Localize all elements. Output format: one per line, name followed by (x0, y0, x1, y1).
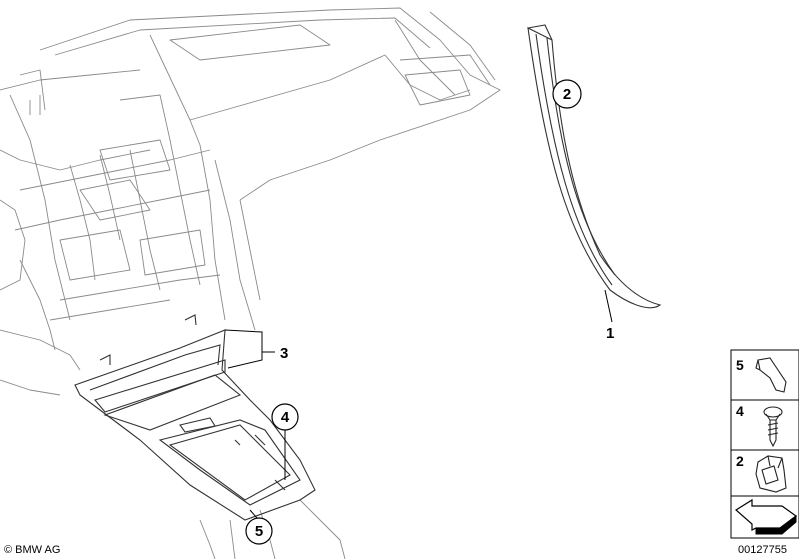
arrow-icon (734, 498, 798, 535)
svg-text:2: 2 (563, 86, 571, 103)
callout-5: 5 (245, 517, 273, 545)
callout-3: 3 (280, 345, 288, 362)
svg-text:4: 4 (281, 409, 290, 426)
parts-legend: 5 4 2 (730, 349, 799, 539)
clip-icon (755, 357, 787, 393)
screw-icon (763, 406, 783, 448)
part-number: 00127755 (738, 544, 787, 556)
bracket-icon (755, 455, 787, 493)
trim-strip-part-1 (527, 24, 662, 309)
callout-1: 1 (606, 325, 614, 342)
legend-box-4 (730, 399, 799, 451)
callout-4: 4 (271, 403, 299, 431)
svg-text:5: 5 (255, 523, 263, 540)
legend-label-2: 2 (736, 453, 744, 469)
trim-frame-part-3 (74, 314, 316, 521)
legend-label-5: 5 (736, 357, 744, 373)
callout-2: 2 (552, 79, 582, 109)
copyright-text: © BMW AG (4, 544, 60, 556)
legend-label-4: 4 (736, 403, 744, 419)
dashboard-background (0, 7, 501, 559)
